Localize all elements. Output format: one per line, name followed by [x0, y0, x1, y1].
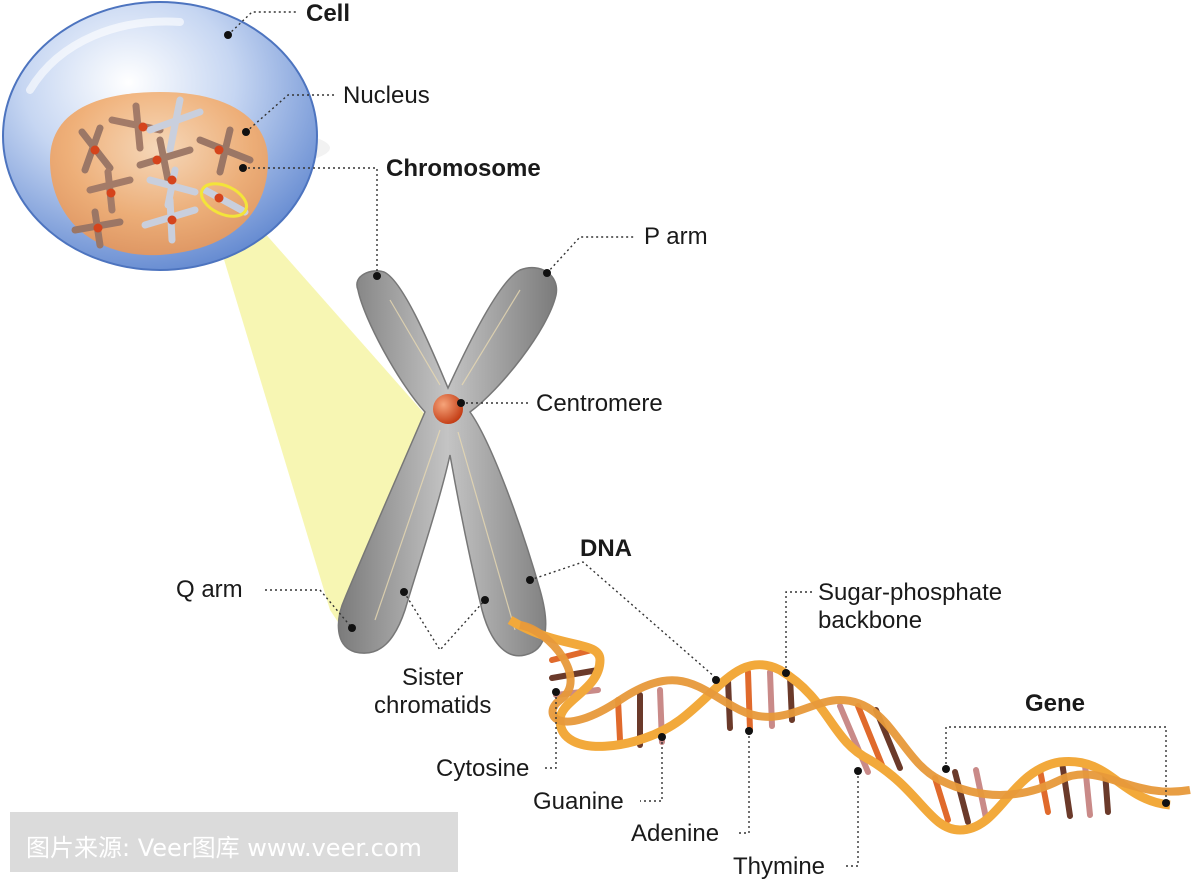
label-chromosome: Chromosome [386, 155, 541, 182]
label-adenine: Adenine [631, 820, 720, 847]
magnification-beam [203, 190, 430, 640]
label-thymine: Thymine [733, 853, 826, 880]
label-q-arm: Q arm [176, 576, 243, 603]
label-dna: DNA [580, 535, 632, 562]
nucleus [50, 92, 268, 256]
label-cell: Cell [306, 0, 351, 27]
label-gene: Gene [1025, 690, 1086, 717]
label-sugar-phosphate-backbone: Sugar-phosphate backbone [818, 579, 1003, 634]
leader-lines [227, 11, 1167, 867]
watermark-banner: 图片来源: Veer图库 www.veer.com [10, 812, 458, 872]
selected-chromosome-ring [199, 182, 249, 218]
chromosome [337, 266, 558, 657]
label-cytosine: Cytosine [436, 755, 530, 782]
centromere-body [433, 394, 463, 424]
watermark-text: 图片来源: Veer图库 www.veer.com [26, 834, 422, 862]
label-p-arm: P arm [644, 223, 708, 250]
label-sister-chromatids: Sister chromatids [374, 664, 492, 719]
label-centromere: Centromere [536, 390, 663, 417]
label-guanine: Guanine [533, 788, 624, 815]
label-nucleus: Nucleus [343, 82, 430, 109]
leader-dots [224, 31, 1170, 807]
